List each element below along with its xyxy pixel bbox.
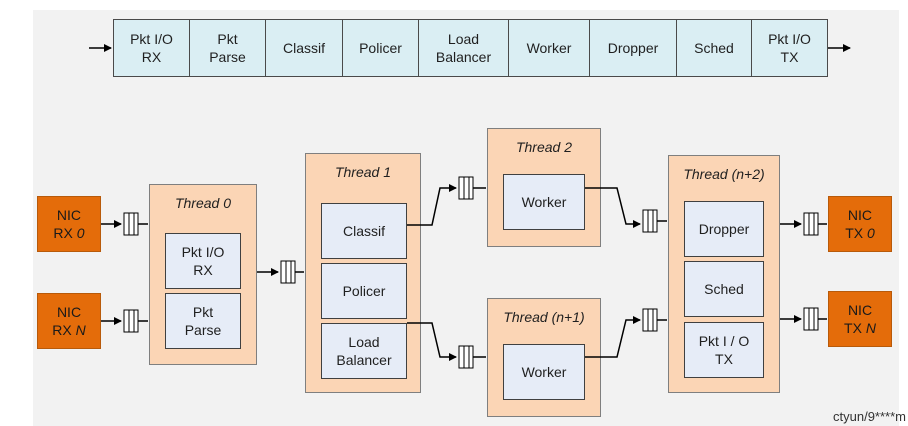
nic-rx-n: NIC RX N xyxy=(37,293,101,349)
nic-tx-0: NIC TX 0 xyxy=(828,196,892,252)
nic-tx-n: NIC TX N xyxy=(828,291,892,347)
stage-pkt-io-tx: Pkt I/O TX xyxy=(751,19,828,77)
nic-tx-0-prefix: NIC xyxy=(847,207,873,223)
stage-load-balancer: Load Balancer xyxy=(418,19,509,77)
queue-t1-t2 xyxy=(458,176,474,200)
thread-n-plus-2-pkt-io-tx: Pkt I / O TX xyxy=(684,322,764,378)
nic-rx-0-prefix: NIC xyxy=(56,207,82,223)
stage-pkt-io-rx: Pkt I/O RX xyxy=(113,19,190,77)
nic-tx-n-index: N xyxy=(865,320,876,336)
stage-classif: Classif xyxy=(265,19,343,77)
nic-rx-n-index: N xyxy=(75,322,86,338)
thread-n-plus-2-title: Thread (n+2) xyxy=(683,166,765,182)
nic-rx-0-port: RX xyxy=(53,225,73,241)
stage-pkt-parse: Pkt Parse xyxy=(189,19,266,77)
watermark: ctyun/9****m xyxy=(833,409,906,424)
queue-rxn xyxy=(123,309,139,333)
thread-0-title: Thread 0 xyxy=(174,195,232,211)
queue-t0-t1 xyxy=(280,260,296,284)
stage-dropper: Dropper xyxy=(589,19,677,77)
queue-t1-tn1 xyxy=(458,345,474,369)
stage-policer: Policer xyxy=(342,19,419,77)
nic-rx-0-index: 0 xyxy=(76,225,85,241)
nic-rx-0: NIC RX 0 xyxy=(37,196,101,252)
nic-tx-n-port: TX xyxy=(844,320,862,336)
thread-n-plus-1-worker: Worker xyxy=(503,344,585,400)
thread-1-policer: Policer xyxy=(321,263,407,319)
thread-1-title: Thread 1 xyxy=(334,164,392,180)
thread-n-plus-2-sched: Sched xyxy=(684,261,764,317)
thread-2-title: Thread 2 xyxy=(515,139,573,155)
nic-rx-n-port: RX xyxy=(52,322,72,338)
thread-n-plus-1-title: Thread (n+1) xyxy=(503,309,585,325)
thread-1-load-balancer: Load Balancer xyxy=(321,323,407,379)
thread-0-pkt-io-rx: Pkt I/O RX xyxy=(165,233,241,289)
thread-1-classif: Classif xyxy=(321,203,407,259)
thread-2-worker: Worker xyxy=(503,174,585,230)
nic-tx-0-index: 0 xyxy=(866,225,875,241)
queue-tn1-tn2 xyxy=(642,308,658,332)
queue-tx0 xyxy=(803,212,819,236)
nic-rx-n-prefix: NIC xyxy=(56,304,82,320)
queue-t2-tn2 xyxy=(642,209,658,233)
nic-tx-n-prefix: NIC xyxy=(847,302,873,318)
thread-0-pkt-parse: Pkt Parse xyxy=(165,293,241,349)
stage-sched: Sched xyxy=(676,19,752,77)
thread-n-plus-2-dropper: Dropper xyxy=(684,201,764,257)
queue-txn xyxy=(803,307,819,331)
queue-rx0 xyxy=(123,212,139,236)
nic-tx-0-port: TX xyxy=(845,225,864,241)
stage-worker: Worker xyxy=(508,19,590,77)
